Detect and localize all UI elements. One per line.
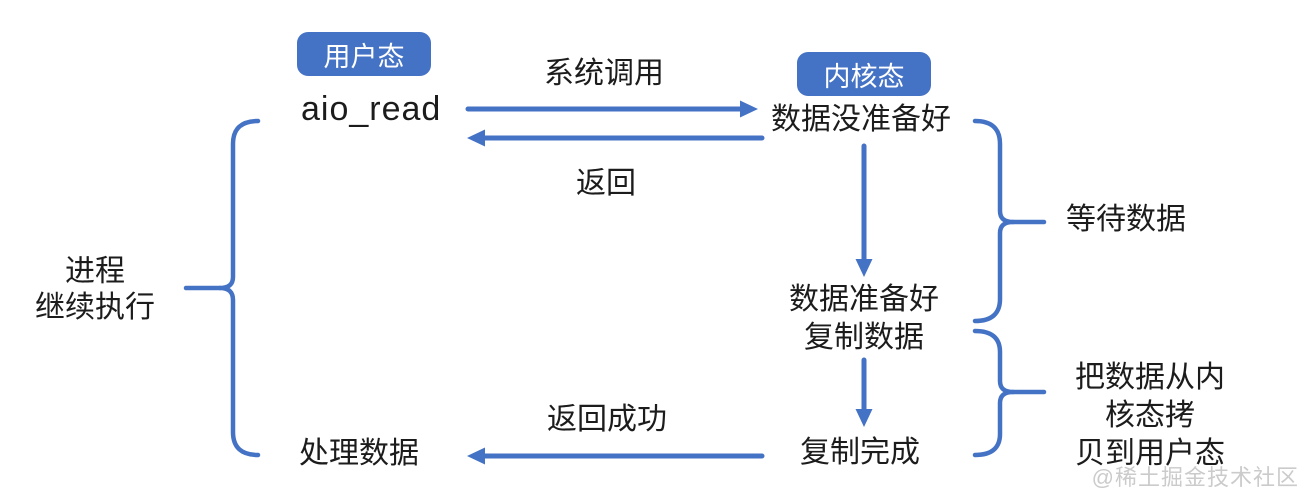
process-continues-label: 进程 继续执行 bbox=[35, 255, 155, 324]
syscall-arrow bbox=[465, 100, 758, 118]
process-data-node: 处理数据 bbox=[299, 437, 419, 470]
return-arrow bbox=[467, 129, 765, 147]
wait-for-data-label: 等待数据 bbox=[1066, 203, 1186, 236]
kernel-mode-badge: 内核态 bbox=[797, 52, 931, 96]
aio-read-node: aio_read bbox=[301, 90, 442, 128]
watermark: @稀土掘金技术社区 bbox=[1091, 465, 1299, 490]
data-ready-copy-node: 数据准备好 复制数据 bbox=[789, 283, 939, 354]
user-mode-badge: 用户态 bbox=[297, 32, 431, 76]
wait-data-arrow bbox=[855, 143, 873, 277]
return-success-arrow-label: 返回成功 bbox=[547, 403, 667, 436]
copy-kernel-brace bbox=[972, 328, 1047, 458]
process-continues-brace bbox=[183, 118, 261, 458]
copy-kernel-to-user-label: 把数据从内核态拷 贝到用户态 bbox=[1075, 361, 1225, 470]
return-arrow-label: 返回 bbox=[576, 167, 636, 200]
data-not-ready-node: 数据没准备好 bbox=[771, 103, 951, 136]
wait-data-brace bbox=[972, 118, 1047, 324]
syscall-arrow-label: 系统调用 bbox=[544, 57, 664, 90]
copy-done-node: 复制完成 bbox=[800, 436, 920, 469]
return-success-arrow bbox=[467, 447, 765, 465]
copy-data-arrow bbox=[855, 357, 873, 427]
